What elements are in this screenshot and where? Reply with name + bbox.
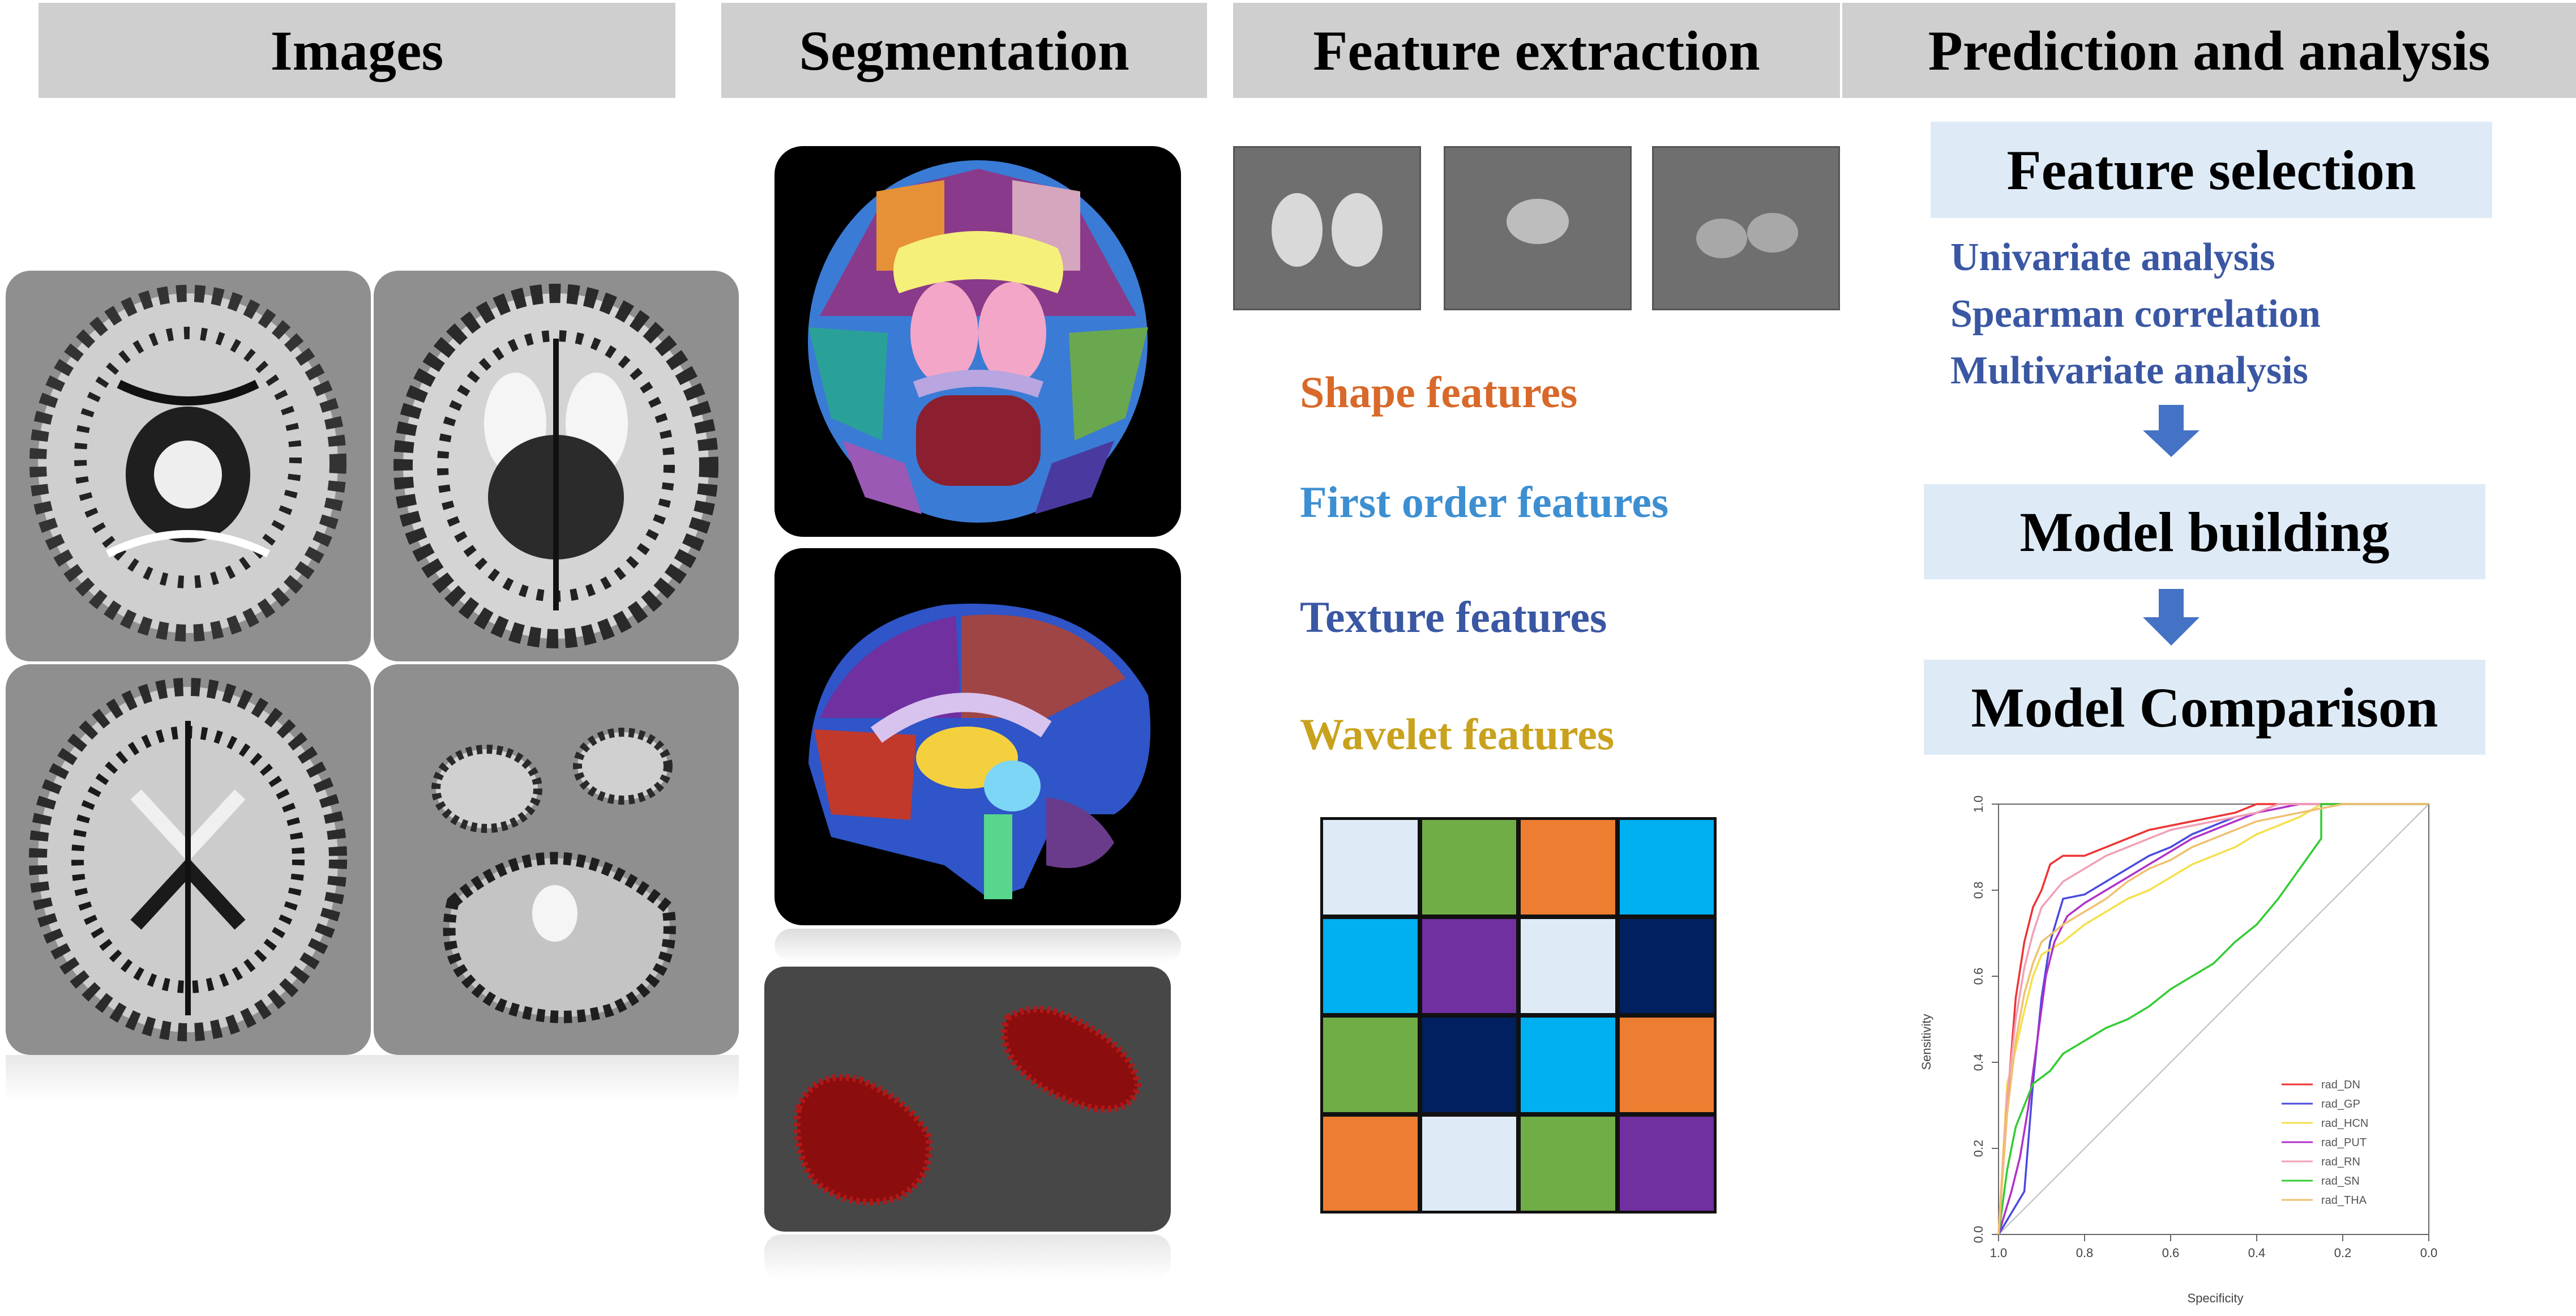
roc-legend-label: rad_HCN [2321,1117,2368,1130]
roc-legend: rad_DN rad_GP rad_HCN rad_PUT rad_RN rad_SNra… [2282,1079,2368,1207]
brain-slice-image [29,678,347,1041]
feature-matrix-cell [1320,1113,1420,1214]
roc-legend-label: rad_PUT [2321,1136,2367,1149]
roc-diagonal-reference [1998,804,2429,1235]
feature-matrix-cell [1616,1015,1717,1115]
roc-legend-label: rad_RN [2321,1156,2360,1168]
method-univariate: Univariate analysis [1950,236,2275,279]
mri-panel-1 [6,271,371,661]
roc-line-rad_DN [1997,803,2429,1235]
method-multivariate: Multivariate analysis [1950,349,2308,392]
model-building-box: Model building [1924,484,2485,579]
model-comparison-box: Model Comparison [1924,660,2485,755]
roc-legend-label: rad_GP [2321,1098,2360,1110]
feature-matrix-cell [1419,1113,1519,1214]
roc-legend-label: rad_SN [2321,1175,2360,1187]
roi-thumbnail-image [1696,213,1798,258]
down-arrow-icon [2143,405,2200,457]
feature-thumbnail-3 [1652,146,1840,310]
mri-panel-3 [6,664,371,1055]
roc-x-tick-label: 1.0 [1990,1246,2008,1260]
header-feature-extraction: Feature extraction [1233,3,1840,98]
roc-x-axis-label: Specificity [2187,1291,2243,1305]
roc-y-tick-label: 0.0 [1971,1226,1986,1244]
roc-x-tick-label: 0.2 [2334,1246,2352,1260]
reflection [6,1055,739,1100]
segmentation-3d-render [764,967,1171,1232]
header-images: Images [38,3,675,98]
feature-thumbnail-1 [1233,146,1421,310]
feature-matrix-cell [1419,916,1519,1016]
segmented-nuclei-3d-image [794,1006,1142,1206]
roc-x-tick-label: 0.6 [2162,1246,2180,1260]
wavelet-features-label: Wavelet features [1300,710,1615,759]
cerebellum-slice-image [431,728,676,1023]
roc-line-rad_HCN [1997,803,2429,1235]
feature-matrix-cell [1518,916,1618,1016]
roc-legend-label: rad_THA [2321,1194,2367,1207]
header-prediction-analysis: Prediction and analysis [1842,3,2576,98]
roc-y-tick-label: 1.0 [1971,796,1986,813]
atlas-sagittal-image [808,604,1150,899]
brain-slice-image [393,284,718,648]
segmentation-axial-atlas [774,146,1181,537]
feature-matrix-cell [1419,817,1519,917]
roc-y-tick-label: 0.4 [1971,1054,1986,1071]
roc-y-axis-label: Sensitivity [1919,1014,1933,1070]
feature-matrix-cell [1616,916,1717,1016]
feature-matrix-cell [1616,1113,1717,1214]
feature-matrix-cell [1518,817,1618,917]
header-segmentation: Segmentation [721,3,1207,98]
roc-curve-chart: 1.0 0.8 0.6 0.4 0.2 0.0 0.0 0.2 0.4 0.6 0.8 1.0 rad… [1919,796,2437,1305]
first-order-features-label: First order features [1300,477,1669,527]
roc-x-tick-label: 0.4 [2248,1246,2266,1260]
roc-line-rad_PUT [1997,803,2429,1235]
atlas-axial-image [808,160,1148,523]
roc-x-tick-label: 0.8 [2076,1246,2094,1260]
segmentation-sagittal-atlas [774,548,1181,925]
feature-matrix-cell [1320,916,1420,1016]
mri-images-group [6,271,739,1100]
roc-y-tick-label: 0.2 [1971,1140,1986,1157]
segmentation-reflection [774,929,1181,963]
feature-matrix-cell [1616,817,1717,917]
roc-line-rad_RN [1997,803,2429,1235]
roi-thumbnail-image [1272,193,1383,267]
mri-panel-4 [374,664,739,1055]
feature-matrix-cell [1518,1113,1618,1214]
roc-line-rad_THA [1997,803,2429,1235]
roi-thumbnail-image [1507,199,1569,244]
roc-plot-frame [1998,804,2429,1235]
roc-y-tick-label: 0.8 [1971,882,1986,899]
roc-legend-label: rad_DN [2321,1079,2360,1091]
segmentation-3d-reflection [764,1234,1171,1280]
feature-selection-box: Feature selection [1931,122,2492,218]
feature-matrix-grid [1320,817,1717,1214]
mri-panel-2 [374,271,739,661]
down-arrow-icon [2143,589,2200,646]
feature-matrix-cell [1320,817,1420,917]
feature-matrix-cell [1320,1015,1420,1115]
texture-features-label: Texture features [1300,592,1607,642]
brain-slice-image [29,285,346,642]
roc-axes: 1.0 0.8 0.6 0.4 0.2 0.0 0.0 0.2 0.4 0.6 0.8 1.0 [1971,796,2437,1260]
shape-features-label: Shape features [1300,368,1578,417]
roc-series-lines [1997,803,2429,1235]
feature-matrix-cell [1518,1015,1618,1115]
roc-line-rad_SN [1997,803,2429,1235]
feature-matrix-cell [1419,1015,1519,1115]
roc-y-tick-label: 0.6 [1971,968,1986,985]
feature-thumbnail-2 [1444,146,1632,310]
roc-x-tick-label: 0.0 [2420,1246,2438,1260]
method-spearman: Spearman correlation [1950,292,2321,336]
